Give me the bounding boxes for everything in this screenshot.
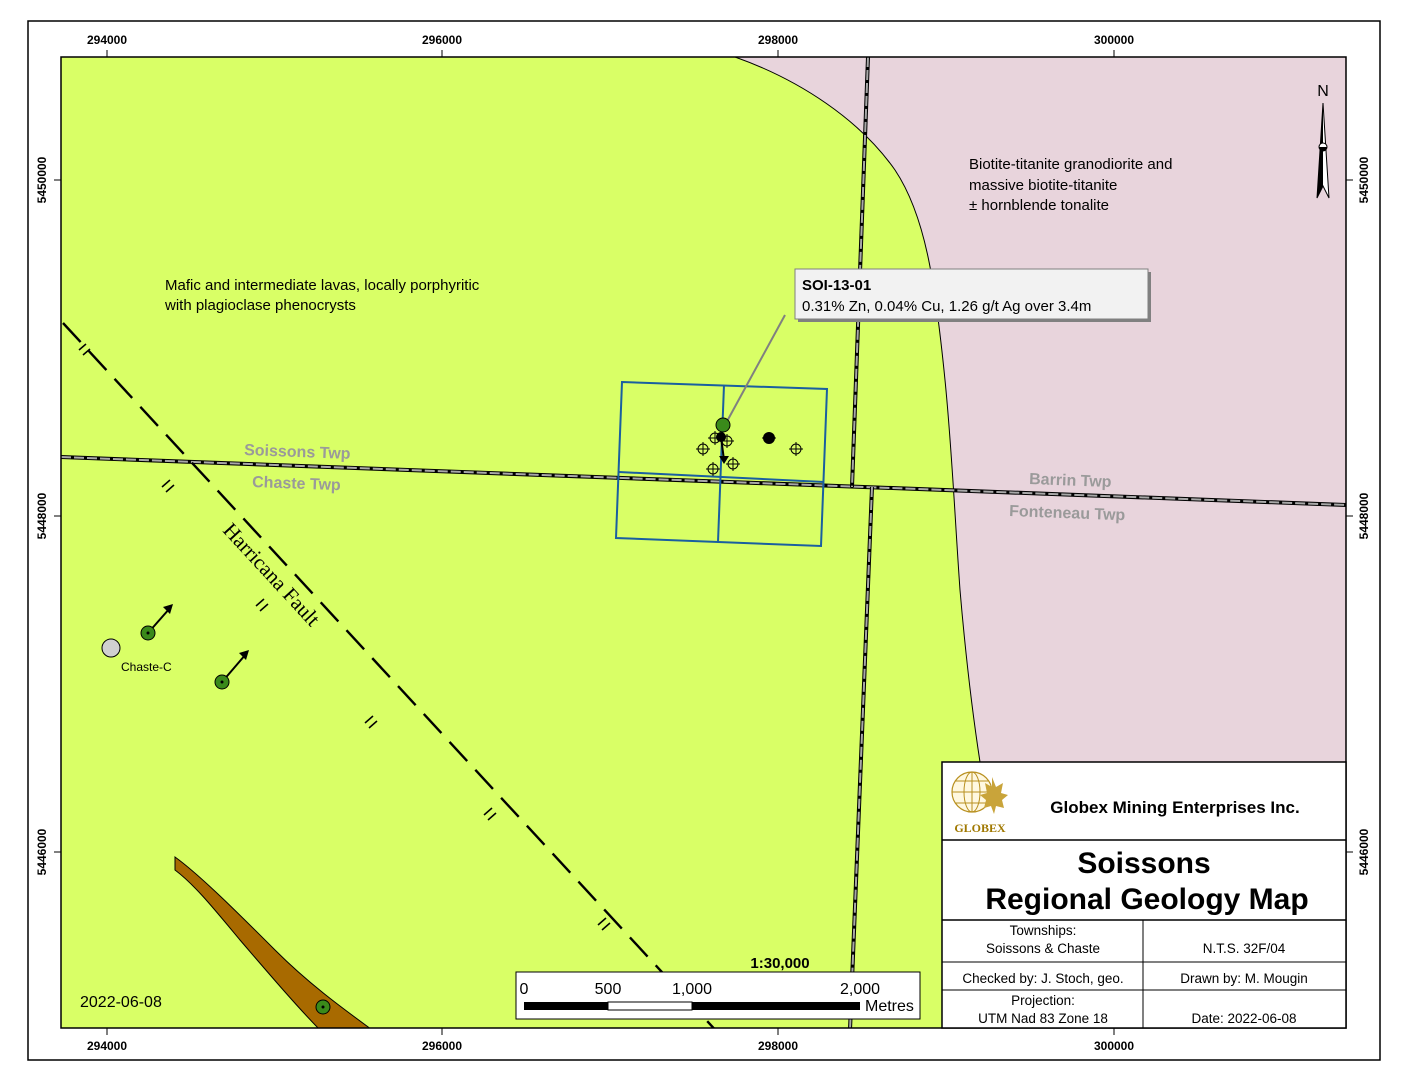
easting-top-4: 300000 (1094, 33, 1134, 47)
granodiorite-label-line2: massive biotite-titanite (969, 177, 1117, 194)
soissons-twp-label: Soissons Twp (244, 442, 351, 463)
scale-tick-1000: 1,000 (672, 981, 712, 998)
intrusive-unit (174, 856, 371, 1028)
mafic-label-line1: Mafic and intermediate lavas, locally po… (165, 277, 480, 294)
scale-tick-500: 500 (595, 981, 622, 998)
easting-top-2: 296000 (422, 33, 462, 47)
claim-blocks (614, 380, 829, 548)
scale-tick-2000: 2,000 (840, 981, 880, 998)
fault-ticks (78, 343, 611, 931)
north-label: N (1317, 83, 1329, 100)
map-frame (60, 56, 1347, 1029)
callout-leader (724, 314, 786, 426)
scale-tick-0: 0 (520, 981, 529, 998)
drawn-by: Drawn by: M. Mougin (1180, 971, 1308, 986)
callout-title: SOI-13-01 (802, 277, 871, 294)
township-boundary-ns-south (848, 486, 874, 1028)
granodiorite-label-line3: ± hornblende tonalite (969, 197, 1109, 214)
title-block: GLOBEX Globex Mining Enterprises Inc. So… (941, 761, 1347, 1029)
company-name: Globex Mining Enterprises Inc. (1050, 798, 1299, 817)
granodiorite-label-line1: Biotite-titanite granodiorite and (969, 156, 1172, 173)
callout-text: 0.31% Zn, 0.04% Cu, 1.26 g/t Ag over 3.4… (802, 298, 1091, 315)
scale-ratio: 1:30,000 (750, 955, 809, 972)
chaste-twp-label: Chaste Twp (252, 474, 341, 494)
easting-bottom-3: 298000 (758, 1039, 798, 1053)
townships-label: Townships: (1010, 923, 1077, 938)
north-arrow: N (1316, 83, 1330, 199)
drillhole-callout: SOI-13-01 0.31% Zn, 0.04% Cu, 1.26 g/t A… (794, 268, 1151, 322)
map-date: 2022-06-08 (80, 994, 162, 1011)
scale-bar: 0 500 1,000 2,000 Metres (515, 971, 921, 1020)
northing-left-1: 5450000 (35, 156, 49, 203)
northing-right-1: 5450000 (1357, 156, 1371, 203)
barrin-twp-label: Barrin Twp (1029, 471, 1112, 491)
drillhole-soi-13-01 (715, 417, 731, 433)
northing-left-3: 5446000 (35, 828, 49, 875)
northing-left-2: 5448000 (35, 492, 49, 539)
easting-bottom-1: 294000 (87, 1039, 127, 1053)
mafic-label-line2: with plagioclase phenocrysts (164, 297, 356, 314)
projection-value: UTM Nad 83 Zone 18 (978, 1011, 1108, 1026)
northing-right-2: 5448000 (1357, 492, 1371, 539)
easting-bottom-4: 300000 (1094, 1039, 1134, 1053)
easting-top-1: 294000 (87, 33, 127, 47)
west-drillholes (140, 604, 331, 1015)
chaste-c-label: Chaste-C (121, 660, 172, 674)
harricana-fault-line (62, 322, 716, 1028)
easting-bottom-2: 296000 (422, 1039, 462, 1053)
fonteneau-twp-label: Fonteneau Twp (1009, 503, 1126, 524)
granodiorite-unit (734, 57, 1346, 763)
map-title-line2: Regional Geology Map (985, 883, 1308, 916)
scale-unit: Metres (865, 998, 914, 1015)
projection-label: Projection: (1011, 993, 1075, 1008)
globex-logo: GLOBEX (951, 771, 1008, 835)
easting-top-3: 298000 (758, 33, 798, 47)
logo-text: GLOBEX (954, 821, 1006, 835)
title-block-date: Date: 2022-06-08 (1191, 1011, 1296, 1026)
grid-ticks (54, 50, 1353, 1035)
northing-right-3: 5446000 (1357, 828, 1371, 875)
map-title-line1: Soissons (1077, 847, 1210, 880)
checked-by: Checked by: J. Stoch, geo. (962, 971, 1123, 986)
townships-value: Soissons & Chaste (986, 941, 1100, 956)
chaste-c-showing (101, 638, 121, 658)
nts-sheet: N.T.S. 32F/04 (1203, 941, 1286, 956)
